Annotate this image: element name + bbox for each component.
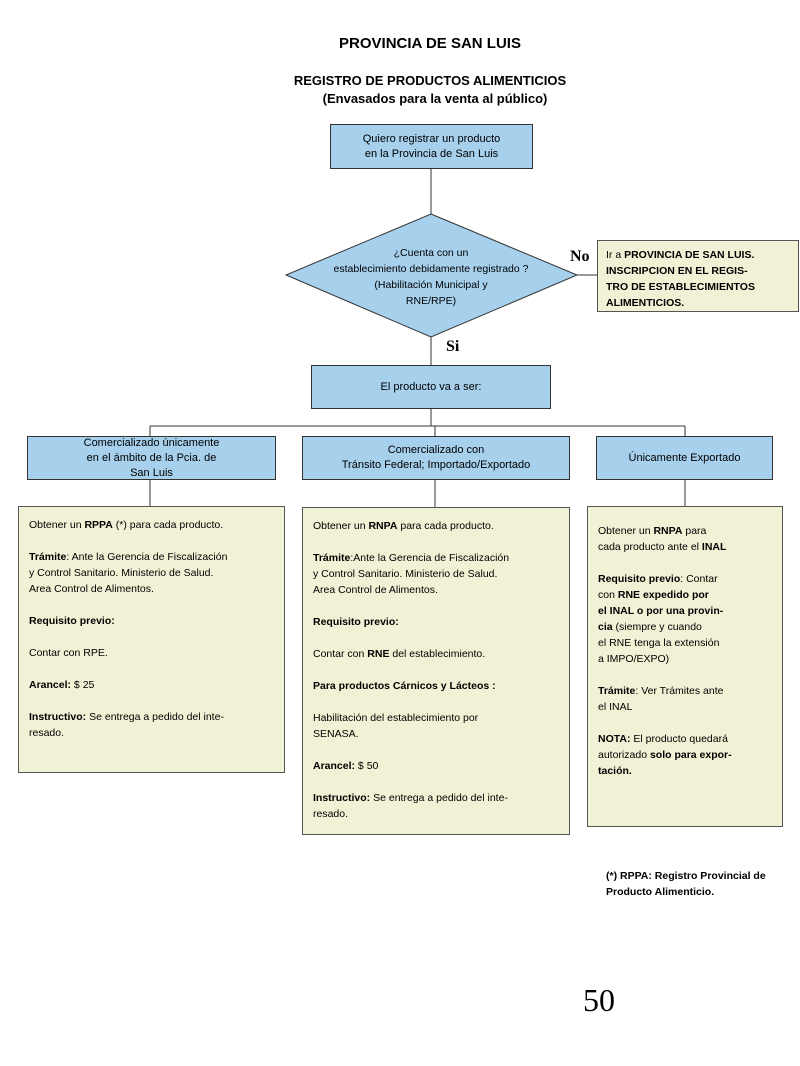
no-label: No [570, 248, 590, 265]
panel-local: Obtener un RPPA (*) para cada producto. … [18, 506, 285, 773]
start-box: Quiero registrar un producto en la Provi… [330, 124, 533, 169]
product-box: El producto va a ser: [311, 365, 551, 409]
decision-diamond [284, 213, 579, 338]
registry-subtitle: (Envasados para la venta al público) [322, 91, 548, 106]
branch-federal: Comercializado con Tránsito Federal; Imp… [302, 436, 570, 480]
registry-title: REGISTRO DE PRODUCTOS ALIMENTICIOS [293, 73, 567, 88]
page-title: PROVINCIA DE SAN LUIS [339, 35, 521, 52]
panel-federal: Obtener un RNPA para cada producto. Trám… [302, 507, 570, 835]
branch-export: Únicamente Exportado [596, 436, 773, 480]
branch-local: Comercializado únicamente en el ámbito d… [27, 436, 276, 480]
no-branch-bold: PROVINCIA DE SAN LUIS. INSCRIPCION EN EL… [606, 249, 755, 309]
yes-label: Si [446, 338, 460, 355]
decision-question: ¿Cuenta con un establecimiento debidamen… [333, 247, 529, 307]
no-branch-box: Ir a PROVINCIA DE SAN LUIS. INSCRIPCION … [597, 240, 799, 312]
footnote: (*) RPPA: Registro Provincial de Product… [606, 870, 766, 898]
no-branch-prefix: Ir a [606, 249, 625, 261]
page-number: 50 [583, 982, 615, 1018]
panel-export: Obtener un RNPA para cada producto ante … [587, 506, 783, 827]
